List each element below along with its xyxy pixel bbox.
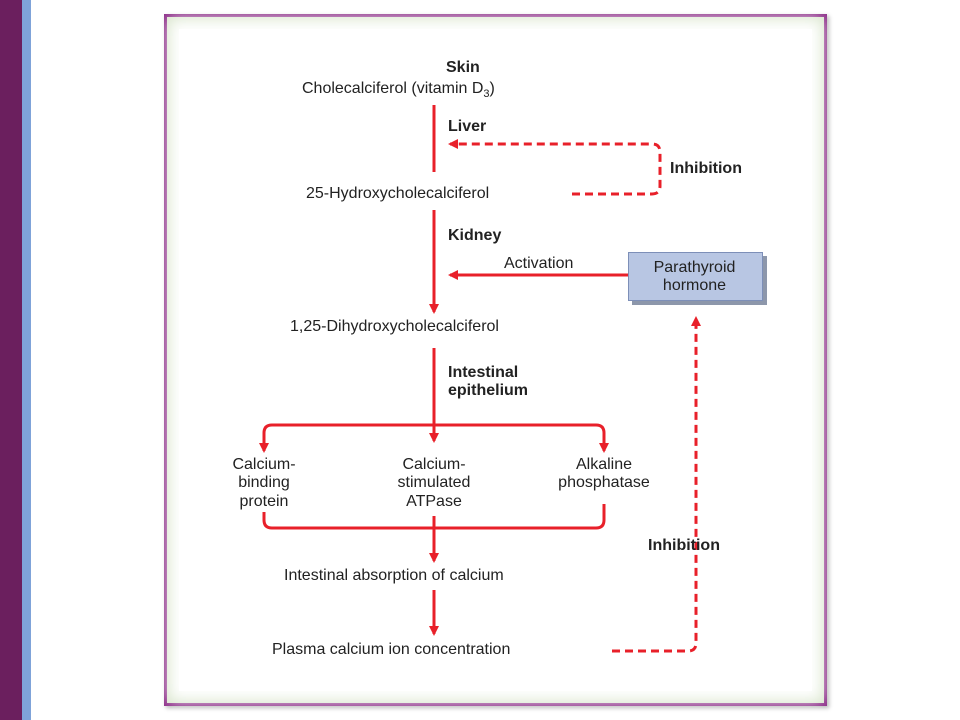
slide-accent-bar-purple — [0, 0, 22, 720]
label-calcium-binding-protein: Calcium- binding protein — [232, 456, 296, 510]
label-calcium-stimulated-atpase: Calcium- stimulated ATPase — [397, 456, 471, 510]
label-alkaline-phosphatase: Alkaline phosphatase — [558, 456, 650, 492]
parathyroid-hormone-box — [628, 252, 763, 301]
label-inhibition-bottom: Inhibition — [648, 537, 720, 554]
label-25-hydroxycholecalciferol: 25-Hydroxycholecalciferol — [306, 185, 490, 202]
label-inhibition-top: Inhibition — [670, 160, 742, 177]
slide-accent-bar-blue — [22, 0, 31, 720]
step-intestinal-epithelium: Intestinal epithelium — [448, 364, 529, 399]
arrow-inhibition-bottom — [612, 316, 701, 653]
step-skin: Skin — [446, 59, 480, 76]
label-plasma-calcium: Plasma calcium ion concentration — [272, 641, 511, 658]
diagram-frame — [164, 14, 827, 706]
step-liver: Liver — [448, 118, 487, 135]
step-kidney: Kidney — [448, 227, 502, 244]
diagram-background — [179, 29, 812, 691]
arrow-inhibition-top — [448, 139, 662, 196]
label-1-25-dihydroxycholecalciferol: 1,25-Dihydroxycholecalciferol — [290, 318, 499, 335]
label-cholecalciferol: Cholecalciferol (vitamin D3) — [302, 80, 495, 101]
arrow-branch-line — [262, 423, 606, 447]
label-intestinal-absorption: Intestinal absorption of calcium — [284, 567, 504, 584]
label-parathyroid-hormone: Parathyroid hormone — [653, 259, 736, 294]
label-activation: Activation — [504, 255, 574, 272]
